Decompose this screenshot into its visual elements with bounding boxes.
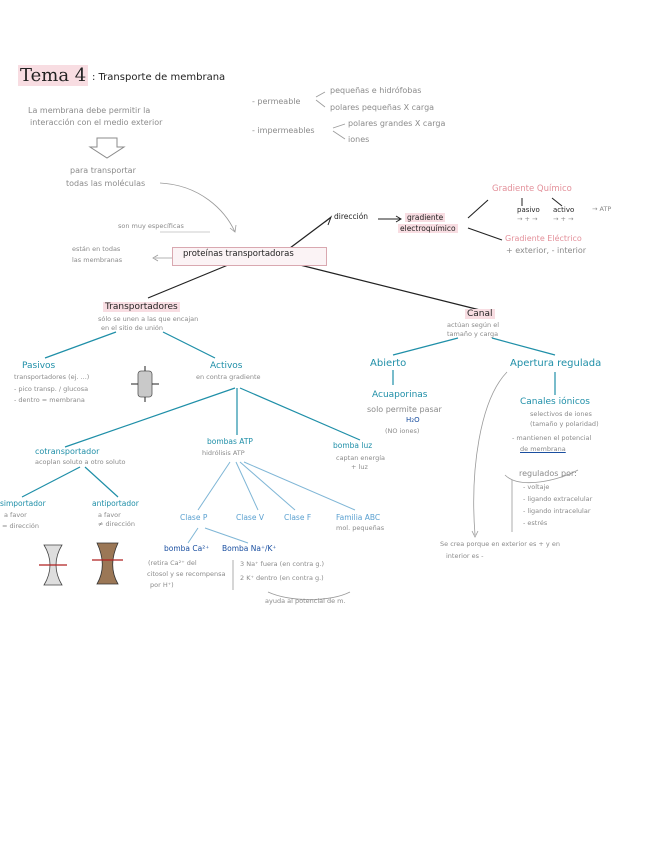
transporter-icon-antiportador (92, 543, 123, 584)
estan-line-1: están en todas (72, 246, 120, 253)
simportador-a: a favor (4, 512, 27, 519)
regulado-estres: - estrés (523, 520, 547, 527)
clase-p: Clase P (180, 514, 207, 523)
acuaporinas-a: solo permite pasar (367, 405, 442, 414)
simportador-title: simportador (0, 500, 46, 509)
bomba-nak-a: 3 Na⁺ fuera (en contra g.) (240, 561, 324, 568)
bomba-luz-b: + luz (351, 464, 368, 471)
electrico-desc: + exterior, - interior (506, 246, 586, 255)
regulado-ligando-ext: - ligando extracelular (523, 496, 592, 503)
apertura-title: Apertura regulada (510, 358, 601, 370)
title-tema-number: Tema 4 (18, 65, 88, 86)
pasivos-item-a: transportadores (ej. ...) (14, 374, 89, 381)
canal-desc-2: tamaño y carga (447, 331, 498, 338)
permeable-item-b: polares pequeñas X carga (330, 103, 434, 112)
estan-line-2: las membranas (72, 257, 122, 264)
bombas-atp-desc: hidrólisis ATP (202, 450, 245, 457)
antiportador-a: a favor (98, 512, 121, 519)
permeable-label: - permeable (252, 97, 300, 106)
cotransportador-desc: acoplan soluto a otro soluto (35, 459, 125, 466)
direccion-label: dirección (334, 213, 368, 222)
impermeable-label: - impermeables (252, 126, 315, 135)
transporter-icon-simportador (39, 545, 67, 585)
regulado-voltaje: - voltaje (523, 484, 549, 491)
para-line-2: todas las moléculas (66, 179, 145, 188)
bomba-ca-c: por H⁺) (150, 582, 174, 589)
arrow-down-outline (90, 138, 124, 158)
bomba-nak-c: ayuda al potencial de m. (265, 598, 346, 605)
activo-label: activo (553, 206, 574, 214)
bomba-nak-b: 2 K⁺ dentro (en contra g.) (240, 575, 324, 582)
canales-ionicos-title: Canales iónicos (520, 397, 590, 407)
bomba-luz-a: captan energía (336, 455, 385, 462)
pasivos-item-b: - pico transp. / glucosa (14, 386, 88, 393)
bomba-nak: Bomba Na⁺/K⁺ (222, 545, 276, 554)
pasivos-item-c: - dentro = membrana (14, 397, 85, 404)
transportadores-desc-1: sólo se unen a las que encajan (98, 316, 198, 323)
activos-desc: en contra gradiente (196, 374, 261, 381)
impermeable-item-a: polares grandes X carga (348, 119, 445, 128)
familia-abc-desc: mol. pequeñas (336, 525, 384, 532)
footer-line-1: Se crea porque en exterior es + y en (440, 541, 560, 548)
antiportador-b: ≠ dirección (98, 521, 135, 528)
title-subtitle: : Transporte de membrana (92, 72, 225, 84)
gradiente-label-2: electroquímico (398, 225, 458, 234)
atp-label: → ATP (592, 206, 611, 213)
pasivo-arrows: → + → (517, 216, 537, 223)
canal-desc-1: actúan según el (447, 322, 499, 329)
pasivos-title: Pasivos (22, 361, 55, 371)
canales-b: (tamaño y polaridad) (530, 421, 599, 428)
clase-v: Clase V (236, 514, 264, 523)
canales-d: de membrana (520, 446, 566, 453)
transporter-icon-pasivo (131, 366, 159, 402)
regulado-ligando-int: - ligando intracelular (523, 508, 591, 515)
bomba-ca: bomba Ca²⁺ (164, 545, 209, 554)
acuaporinas-title: Acuaporinas (372, 390, 428, 400)
permeable-item-a: pequeñas e hidrófobas (330, 86, 421, 95)
canales-a: selectivos de iones (530, 411, 592, 418)
cotransportador-title: cotransportador (35, 447, 99, 456)
transportadores-desc-2: en el sitio de unión (101, 325, 163, 332)
clase-f: Clase F (284, 514, 311, 523)
regulados-title: regulados por: (519, 469, 577, 478)
impermeable-item-b: iones (348, 135, 369, 144)
pasivo-label: pasivo (517, 206, 540, 214)
activos-title: Activos (210, 361, 243, 371)
para-line-1: para transportar (70, 166, 136, 175)
antiportador-title: antiportador (92, 500, 139, 509)
acuaporinas-c: (NO iones) (385, 428, 419, 435)
abierto-title: Abierto (370, 358, 406, 370)
title-tema: Tema 4 (18, 66, 88, 87)
familia-abc: Familia ABC (336, 514, 380, 523)
canal-title: Canal (465, 309, 495, 319)
bomba-luz-title: bomba luz (333, 442, 372, 451)
gradiente-label-1: gradiente (405, 214, 445, 223)
activo-arrows: → + → (553, 216, 573, 223)
transportadores-title: Transportadores (103, 302, 180, 312)
footer-line-2: interior es - (446, 553, 483, 560)
intro-line-2: interacción con el medio exterior (30, 118, 162, 127)
bombas-atp-title: bombas ATP (207, 438, 253, 447)
canales-c: - mantienen el potencial (512, 435, 591, 442)
especificas-note: son muy específicas (118, 223, 184, 230)
acuaporinas-b: H₂O (406, 416, 420, 424)
bomba-ca-b: citosol y se recompensa (147, 571, 226, 578)
intro-line-1: La membrana debe permitir la (28, 106, 150, 115)
gradiente-electrico: Gradiente Eléctrico (505, 234, 582, 243)
gradiente-quimico: Gradiente Químico (492, 185, 572, 195)
proteinas-label: proteínas transportadoras (183, 250, 294, 260)
simportador-b: = dirección (2, 523, 39, 530)
bomba-ca-a: (retira Ca²⁺ del (148, 560, 197, 567)
